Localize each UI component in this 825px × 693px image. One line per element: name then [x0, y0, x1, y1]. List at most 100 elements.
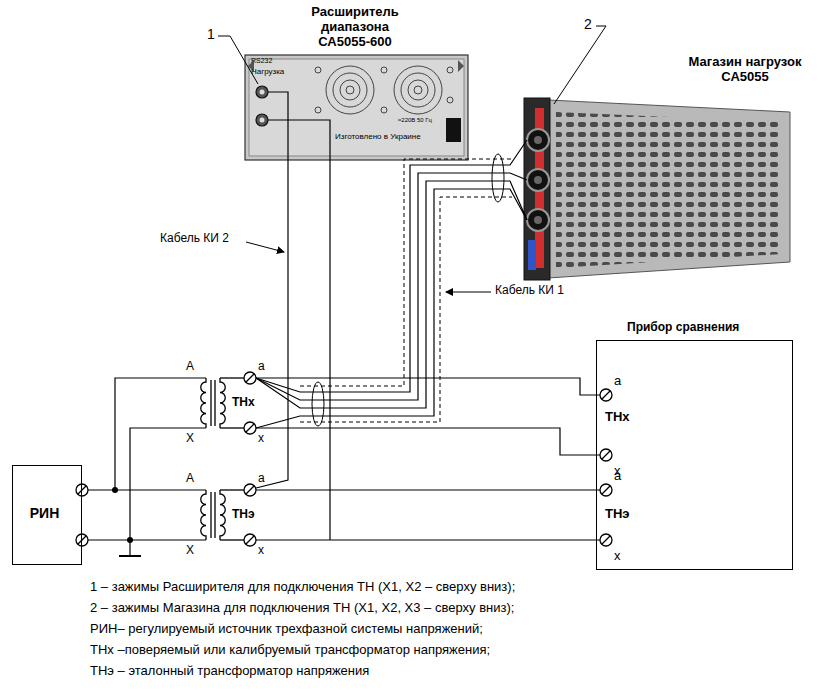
- transformer-label: ТНэ: [232, 508, 255, 522]
- range-extender-device: [401, 73, 435, 107]
- transformer-symbol: [201, 378, 206, 428]
- leader-lines: [554, 26, 606, 104]
- winding-terminal: a: [258, 360, 265, 374]
- cable-ki1: [300, 197, 512, 422]
- primary-wires: [88, 539, 206, 540]
- transformer-symbol: [210, 492, 211, 538]
- transformer-symbol: [214, 492, 215, 538]
- comparator-wires: [256, 428, 600, 455]
- load-box-device: [528, 240, 536, 270]
- load-box-device: [548, 100, 790, 278]
- maker-label: Изготовлено в Украине: [335, 132, 421, 141]
- cable-ki1: [300, 159, 512, 386]
- range-extender-device: [458, 60, 464, 72]
- transformer-symbol: [220, 377, 244, 378]
- callout-number: 2: [584, 16, 592, 32]
- device-title: Расширитель диапазона СА5055-600: [305, 5, 405, 50]
- leader-lines: [246, 242, 284, 252]
- terminal: [244, 422, 256, 434]
- cable-ki2: [256, 92, 330, 540]
- caption-line: РИН– регулируемый источник трехфазной си…: [90, 622, 483, 637]
- winding-terminal: x: [258, 432, 264, 446]
- transformer-symbol: [220, 427, 244, 428]
- cable-ki1: [312, 382, 324, 426]
- range-extender-device: [315, 107, 321, 113]
- cable-ki1: [492, 154, 504, 202]
- load-box-device: [527, 169, 549, 191]
- transformer-symbol: [214, 380, 215, 426]
- range-extender-device: [447, 97, 453, 103]
- terminal: [244, 484, 256, 496]
- winding-terminal: A: [186, 360, 194, 374]
- range-extender-device: [256, 114, 268, 126]
- range-extender-device: [446, 118, 461, 142]
- terminal: [244, 372, 256, 384]
- range-extender-device: [447, 67, 453, 73]
- range-extender-device: [315, 66, 453, 114]
- terminal: [600, 484, 612, 496]
- callout-number: 1: [207, 26, 215, 42]
- junction-dot: [127, 537, 133, 543]
- winding-terminal: x: [258, 544, 264, 558]
- cable-ki1: [256, 189, 527, 428]
- range-extender-device: [326, 66, 374, 114]
- cable-ki1: [256, 140, 527, 428]
- comparator-wires: [256, 378, 600, 540]
- transformer-symbol: [201, 490, 206, 540]
- winding-terminal: A: [186, 472, 194, 486]
- load-box-device: [534, 216, 542, 224]
- range-extender-device: [414, 86, 422, 94]
- transformer-label: ТНх: [232, 396, 255, 410]
- primary-wires: [88, 378, 206, 556]
- range-extender: Расширитель диапазона СА5055-600RS232Наг…: [245, 55, 468, 160]
- comparator-wires: [256, 539, 600, 540]
- terminal-caption: Нагрузка: [251, 67, 284, 76]
- caption-line: 2 – зажимы Магазина для подключения ТН (…: [90, 601, 514, 616]
- primary-wires: [115, 378, 206, 490]
- cable-label: Кабель КИ 2: [160, 232, 229, 246]
- load-box-device: [527, 129, 549, 151]
- cable-ki1: [256, 181, 527, 408]
- range-extender-device: [333, 73, 367, 107]
- caption-line: 1 – зажимы Расширителя для подключения Т…: [90, 580, 515, 595]
- junction-dot: [112, 487, 118, 493]
- range-extender-device: [260, 118, 265, 123]
- terminal: [600, 449, 612, 461]
- range-extender-device: [340, 80, 360, 100]
- range-extender-device: [245, 55, 468, 160]
- transformer-symbol: [220, 489, 244, 490]
- terminal: [76, 534, 88, 546]
- range-extender-device: [260, 90, 265, 95]
- channel-label: ТНх: [605, 410, 630, 425]
- source-label: РИН: [13, 505, 76, 521]
- terminal: [76, 484, 88, 496]
- primary-wires: [130, 428, 206, 540]
- primary-wires: [119, 555, 141, 557]
- winding-terminal: X: [186, 432, 194, 446]
- winding-terminal: X: [186, 544, 194, 558]
- terminal: [76, 372, 612, 546]
- terminal-letter: a: [614, 469, 621, 484]
- cable-label: Кабель КИ 1: [495, 284, 564, 298]
- junction-dot: [112, 487, 133, 543]
- range-extender-device: [394, 66, 442, 114]
- transformer-symbol: [220, 490, 225, 540]
- cable-ki1: [256, 140, 527, 392]
- channel-label: ТНэ: [605, 507, 630, 522]
- transformer-symbol: [210, 380, 211, 426]
- range-extender-device: [381, 107, 387, 113]
- load-box-device: [556, 112, 782, 268]
- transformer-symbol: [220, 378, 225, 428]
- instrument-title: Прибор сравнения: [627, 321, 739, 335]
- terminal: [600, 389, 612, 401]
- range-extender-device: [315, 67, 321, 73]
- range-extender-device: [381, 67, 387, 73]
- voltage-source-box: РИН: [12, 465, 82, 565]
- load-box: Магазин нагрузок СА5055: [524, 98, 790, 280]
- range-extender-device: [245, 55, 468, 160]
- load-box-device: [534, 176, 542, 184]
- primary-wires: [88, 489, 206, 490]
- caption-line: ТНх –поверяемый или калибруемый трансфор…: [90, 643, 490, 658]
- load-box-device: [524, 98, 550, 280]
- winding-terminal: a: [258, 472, 265, 486]
